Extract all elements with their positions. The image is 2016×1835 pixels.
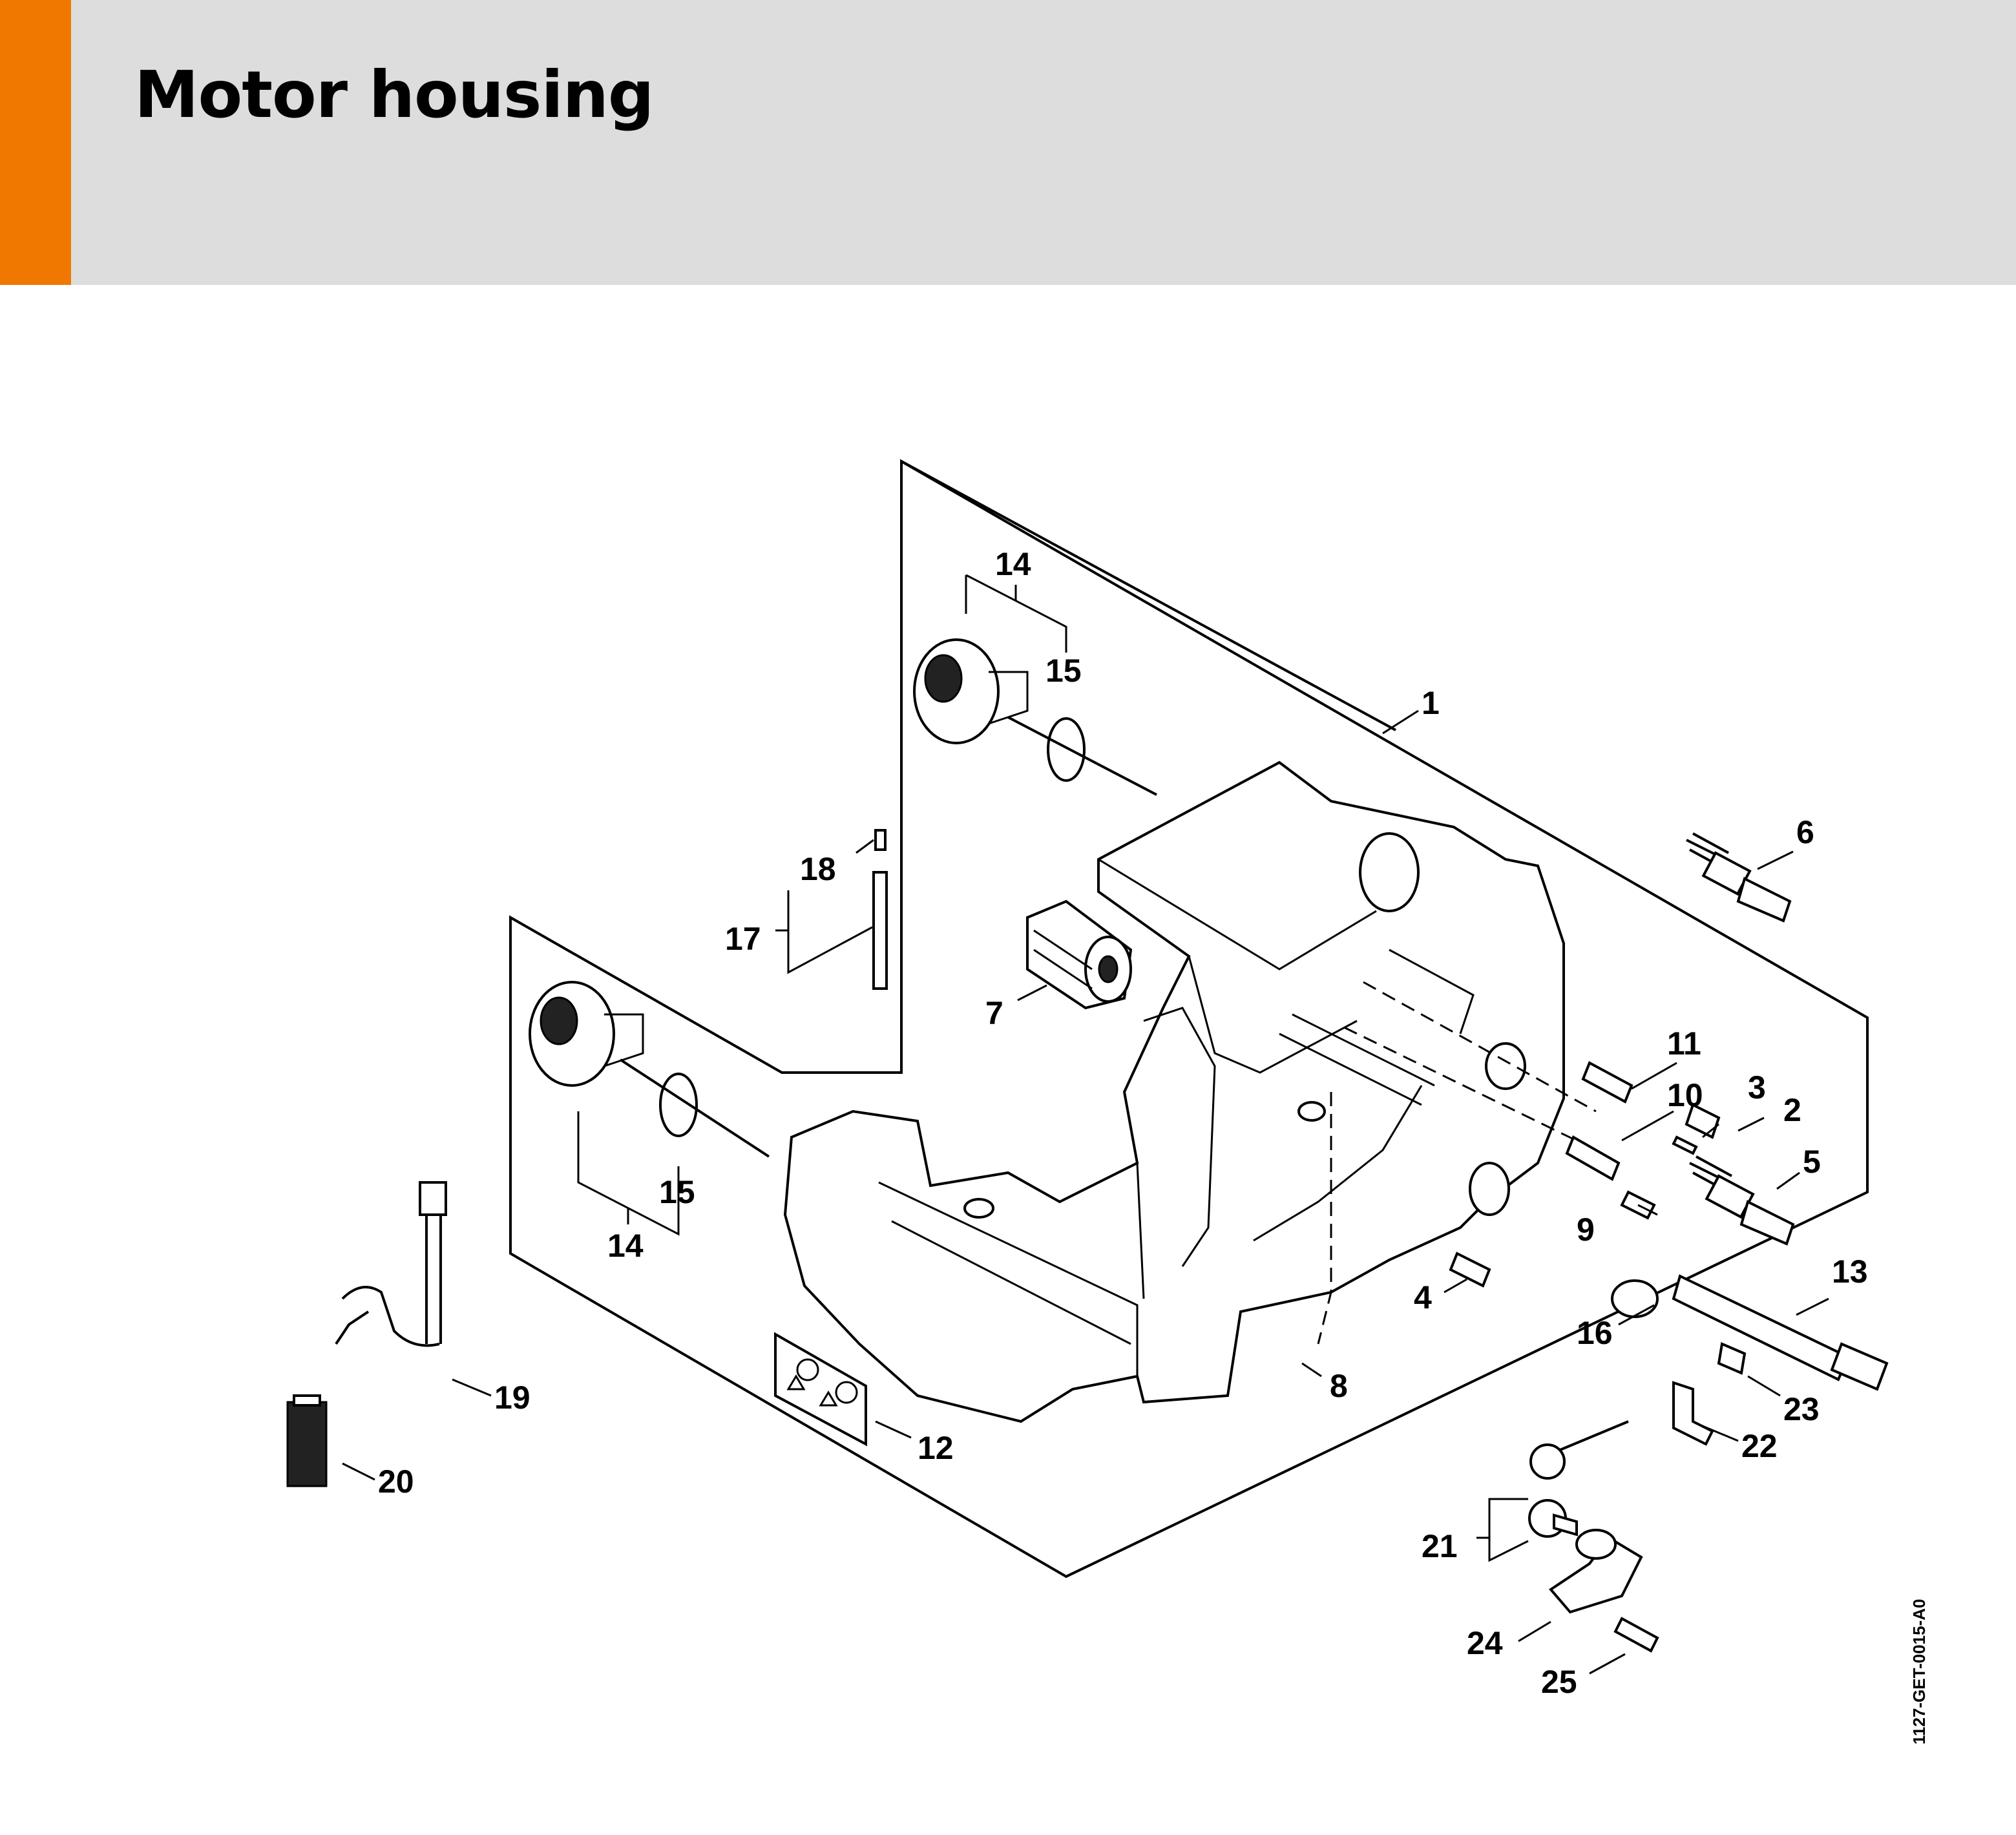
callout-6: 6 (1796, 814, 1814, 850)
callout-2: 2 (1783, 1092, 1801, 1128)
leader-lines (342, 574, 1829, 1675)
part-19-hose (335, 1181, 447, 1347)
part-5-spring (1689, 1155, 1795, 1246)
callout-18: 18 (800, 851, 836, 887)
callout-15a: 15 (1045, 653, 1082, 689)
main-assembly-frame (509, 459, 1869, 1578)
callout-4: 4 (1414, 1279, 1432, 1316)
part-16-plug (1611, 1279, 1659, 1318)
part-2-sleeve (1685, 1103, 1721, 1139)
callout-15b: 15 (659, 1174, 695, 1210)
callout-14a: 14 (995, 546, 1031, 582)
part-15-upper-oring (1047, 717, 1086, 782)
callout-8: 8 (1330, 1368, 1348, 1404)
part-11-bolt (1581, 1061, 1633, 1104)
motor-housing-body (783, 760, 1565, 1423)
callout-23: 23 (1783, 1391, 1820, 1427)
page-title: Motor housing (134, 57, 655, 132)
callout-22: 22 (1741, 1428, 1778, 1464)
part-17-tube (872, 871, 888, 990)
part-18-insert (874, 829, 887, 851)
callout-7: 7 (985, 995, 1003, 1031)
part-6-spring (1686, 832, 1792, 923)
callout-24: 24 (1467, 1625, 1503, 1661)
part-14-upper-pump (913, 638, 1157, 796)
callout-9: 9 (1577, 1211, 1595, 1248)
part-20-filter (286, 1394, 328, 1487)
header-bar (0, 0, 2016, 285)
header-accent-stripe (0, 0, 71, 285)
part-24-housing (1549, 1529, 1643, 1614)
callout-5: 5 (1803, 1144, 1821, 1180)
callout-17: 17 (725, 921, 761, 957)
dashed-guide-lines (1317, 981, 1597, 1345)
callout-21: 21 (1422, 1528, 1458, 1564)
part-12-warning-label (774, 1332, 867, 1447)
part-7-filter (1026, 899, 1133, 1010)
part-21-gears (1528, 1420, 1629, 1538)
callout-10: 10 (1667, 1077, 1703, 1113)
callout-13: 13 (1832, 1253, 1868, 1290)
part-14-lower-pump (529, 981, 770, 1158)
callout-14b: 14 (607, 1228, 644, 1264)
part-4-bolt (1449, 1252, 1491, 1288)
callout-16: 16 (1577, 1315, 1613, 1351)
callout-12: 12 (918, 1430, 954, 1466)
part-22-bracket (1672, 1381, 1714, 1446)
part-13-stud (1672, 1274, 1889, 1391)
callout-20: 20 (378, 1463, 414, 1500)
part-15-lower-oring (659, 1073, 698, 1137)
callout-3: 3 (1748, 1069, 1766, 1106)
callout-25: 25 (1541, 1664, 1577, 1700)
part-3-pin (1672, 1135, 1698, 1155)
callout-11: 11 (1667, 1025, 1701, 1062)
callout-19: 19 (494, 1379, 530, 1416)
part-10-bolt (1565, 1135, 1621, 1181)
document-code: 1127-GET-0015-A0 (1909, 1599, 1929, 1745)
main-assembly-frame-cut (901, 460, 1396, 731)
part-23-block (1717, 1342, 1747, 1375)
part-25-screw (1613, 1617, 1659, 1653)
callout-1: 1 (1422, 685, 1440, 721)
